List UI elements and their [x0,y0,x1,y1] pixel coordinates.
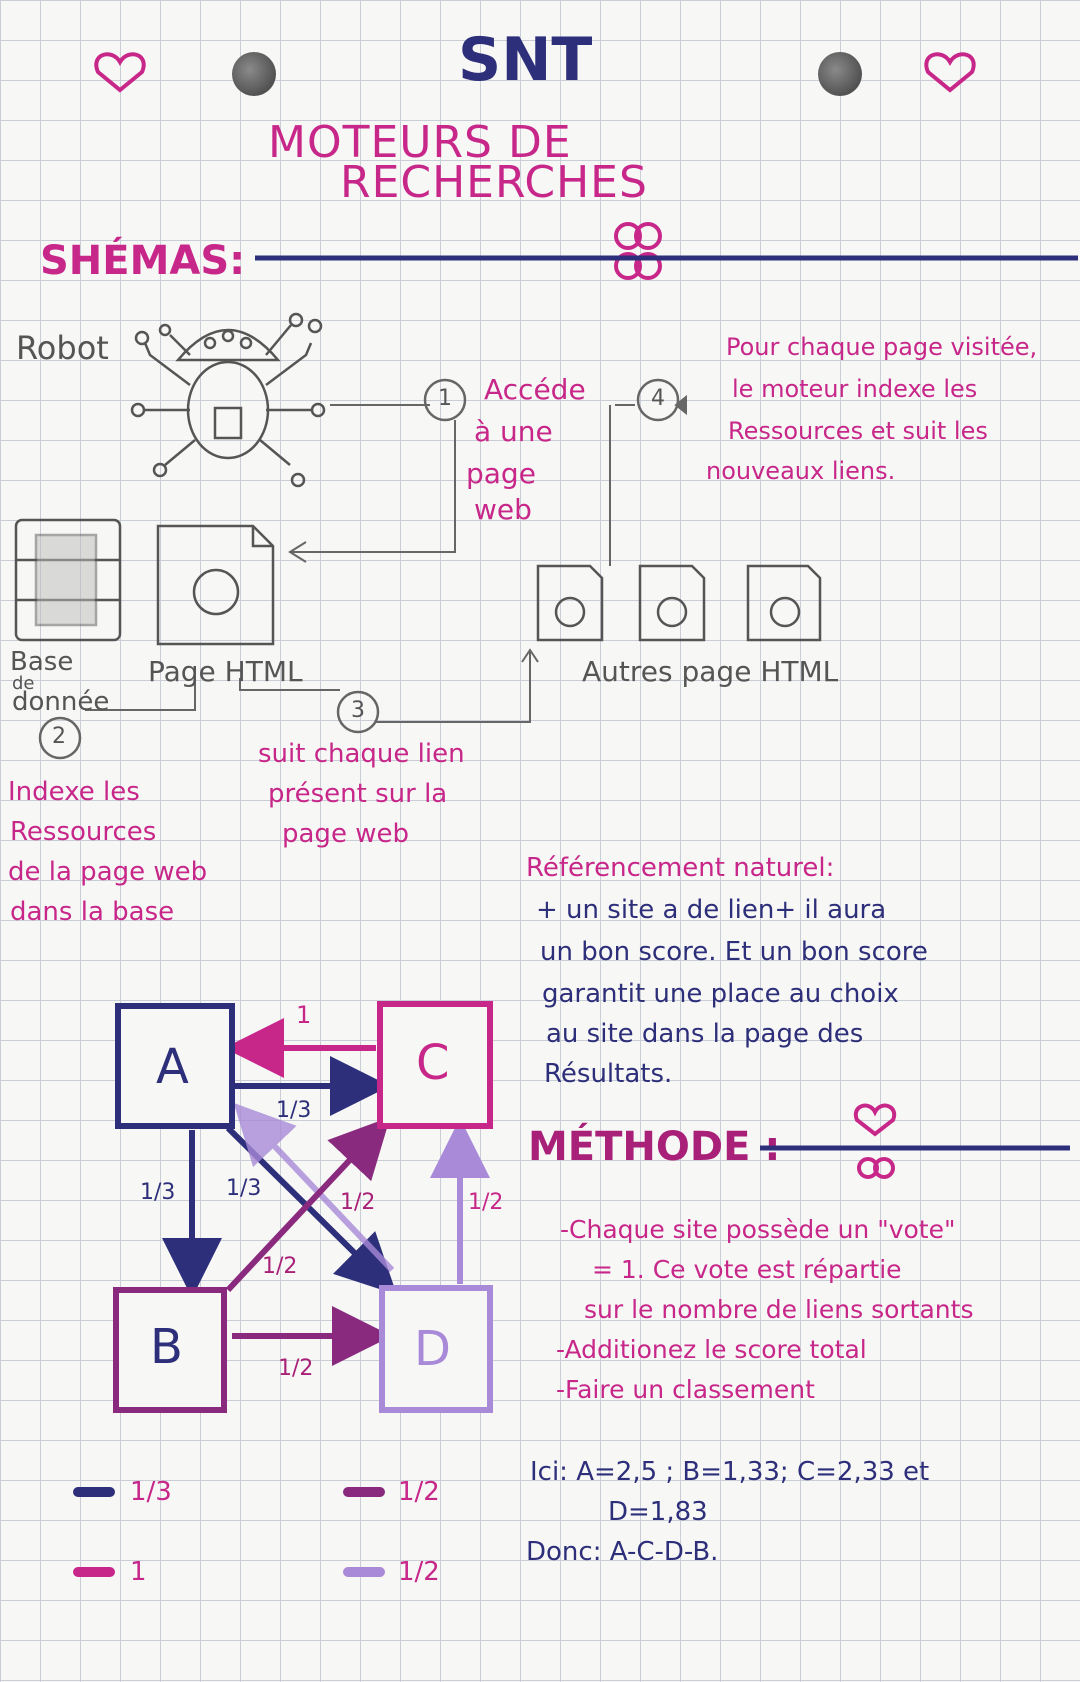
step2-number: 2 [52,724,66,749]
legend-swatches [73,1487,385,1577]
step4-line1: Pour chaque page visitée, [726,333,1038,361]
edge-label-a-c: 1/3 [276,1098,312,1123]
node-b-box [113,1287,227,1413]
node-a-label: A [156,1039,189,1095]
referencement-line2: un bon score. Et un bon score [540,937,928,967]
edge-label-d-a: 1/2 [262,1254,298,1279]
methode-line4: -Additionez le score total [556,1335,867,1364]
punch-hole-left [232,52,276,96]
node-d-box [379,1285,493,1413]
robot-label: Robot [16,329,109,367]
node-c-label: C [416,1035,450,1091]
step3-number: 3 [351,698,365,723]
methode-line1: -Chaque site possède un "vote" [560,1215,956,1244]
step1-line4: web [474,493,532,526]
referencement-line4: au site dans la page des [546,1019,864,1049]
step4-line2: le moteur indexe les [732,375,978,403]
step-circles [38,378,680,760]
result-line1: Ici: A=2,5 ; B=1,33; C=2,33 et [530,1457,930,1487]
subject-title: SNT [458,25,593,95]
other-pages-label: Autres page HTML [582,655,839,688]
database-label-line3: donnée [12,687,110,717]
step2-line2: Ressources [10,817,157,847]
heart-icon [94,52,146,93]
graph-edges [162,1018,490,1366]
schema-heading: SHÉMAS: [40,238,246,284]
methode-line5: -Faire un classement [556,1375,815,1404]
referencement-title: Référencement naturel: [526,853,835,883]
legend-value-navy: 1/3 [130,1477,172,1507]
node-b-label: B [150,1319,183,1375]
step4-number: 4 [651,386,665,411]
database-label-line2: de [12,673,35,694]
legend-value-pink: 1 [130,1557,147,1587]
edge-label-c-a: 1 [296,1001,312,1029]
step4-line4: nouveaux liens. [706,457,896,485]
heart-icon [924,52,976,93]
html-page-icon [156,524,275,646]
node-d-label: D [414,1321,451,1377]
node-a-box [115,1003,235,1129]
edge-label-b-c: 1/2 [340,1190,376,1215]
step3-line2: présent sur la [268,779,448,809]
robot-icon [130,312,326,488]
database-label-line1: Base [10,647,74,677]
result-line2: D=1,83 [608,1497,708,1527]
legend-value-plum: 1/2 [398,1477,440,1507]
node-c-box [377,1001,493,1129]
step2-line3: de la page web [8,857,208,887]
graph-nodes [113,1001,493,1413]
step3-line1: suit chaque lien [258,739,465,769]
edge-b-c [225,1116,391,1293]
bow-icon [614,222,662,280]
page-html-label: Page HTML [148,655,303,688]
edge-label-b-d: 1/2 [278,1356,314,1381]
bow-icon [853,1103,897,1179]
methode-title: MÉTHODE : [528,1124,781,1170]
other-html-pages-icon [536,564,822,642]
step2-line1: Indexe les [8,777,140,807]
referencement-line5: Résultats. [544,1059,673,1089]
step2-line4: dans la base [10,897,175,927]
page-title-line2: RECHERCHES [340,157,648,208]
edge-label-d-c: 1/2 [468,1190,504,1215]
methode-line2: = 1. Ce vote est répartie [592,1255,902,1284]
step1-line3: page [466,457,536,490]
step1-number: 1 [438,386,452,411]
step3-line3: page web [282,819,409,849]
referencement-line3: garantit une place au choix [542,979,899,1009]
schema-connectors [85,394,687,723]
step1-line1: Accéde [484,373,586,406]
step1-line2: à une [474,415,553,448]
methode-line3: sur le nombre de liens sortants [584,1295,974,1324]
page-title-line1: MOTEURS DE [268,117,572,168]
edge-label-a-b: 1/3 [140,1180,176,1205]
legend-value-lilac: 1/2 [398,1557,440,1587]
result-line3: Donc: A-C-D-B. [526,1537,719,1567]
database-icon [14,518,122,642]
edge-label-a-d: 1/3 [226,1176,262,1201]
step4-line3: Ressources et suit les [728,417,988,445]
referencement-line1: + un site a de lien+ il aura [536,895,887,925]
punch-hole-right [818,52,862,96]
